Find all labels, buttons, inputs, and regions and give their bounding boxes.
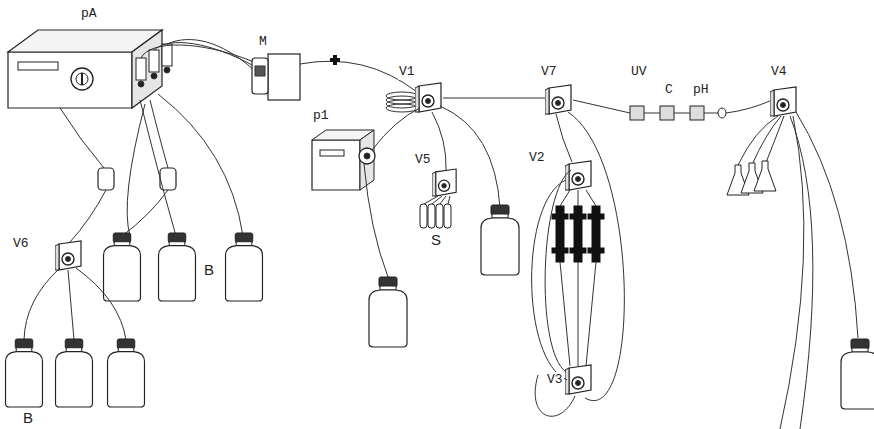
part-label: pA: [80, 6, 98, 22]
part-label: V6: [12, 236, 30, 252]
part-label: V3: [546, 372, 564, 388]
part-label: B: [203, 262, 215, 278]
part-label: B: [22, 410, 34, 426]
part-label: V1: [398, 64, 416, 80]
part-label: V2: [528, 150, 546, 166]
part-label: V5: [414, 152, 432, 168]
part-label: UV: [630, 64, 648, 80]
part-label: V7: [540, 64, 558, 80]
part-label: V4: [770, 64, 788, 80]
part-label: S: [430, 232, 442, 248]
part-label: p1: [312, 108, 330, 124]
part-label: C: [664, 82, 674, 98]
part-label: pH: [692, 82, 710, 98]
part-label: M: [258, 34, 268, 50]
